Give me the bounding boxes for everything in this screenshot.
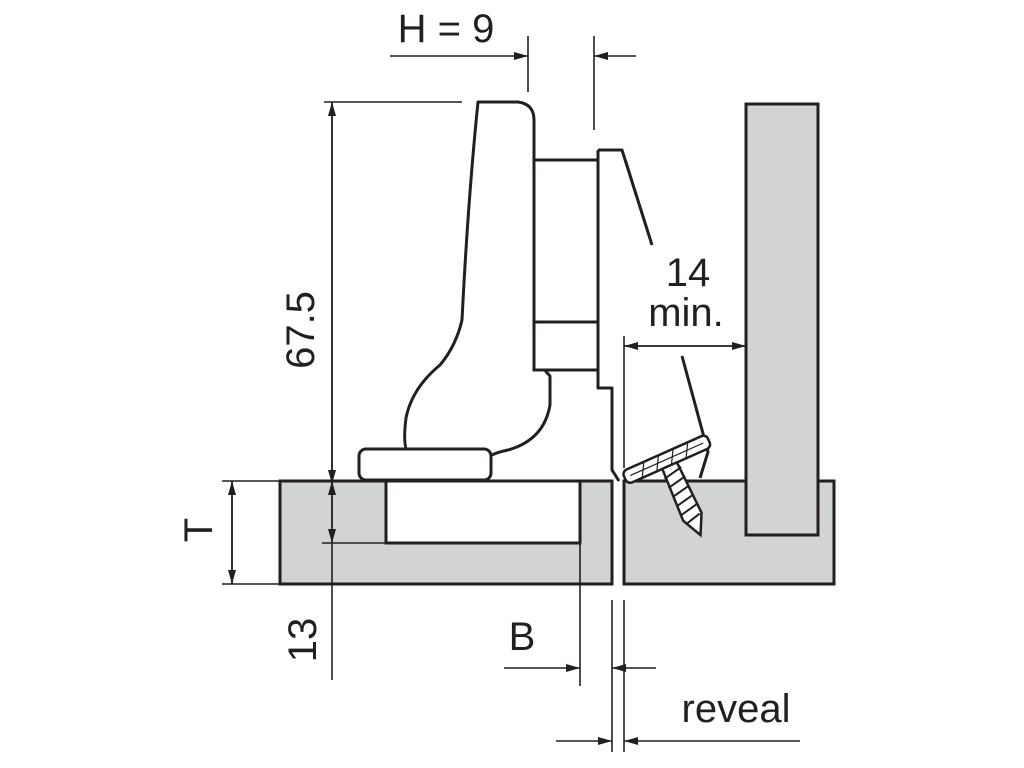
dimension-reveal <box>556 600 800 752</box>
hinge-arm <box>357 100 710 482</box>
hinge-link-upper <box>532 158 600 324</box>
door-panel <box>278 479 614 586</box>
hinge-cup-flange <box>357 447 493 482</box>
label-height: 67.5 <box>279 291 323 369</box>
label-distance: B <box>509 615 536 659</box>
label-overlay: H = 9 <box>398 7 495 51</box>
mounting-plate <box>598 148 654 246</box>
label-cup-depth: 13 <box>281 618 325 663</box>
dimension-thickness <box>222 480 280 585</box>
cabinet-panel <box>622 102 836 586</box>
dimension-cup-depth <box>322 481 386 680</box>
dimension-distance <box>504 543 656 690</box>
label-thickness: T <box>177 518 221 542</box>
dimension-clearance <box>623 159 746 468</box>
label-clearance: 14 <box>666 251 711 295</box>
cup-bore <box>384 479 582 545</box>
label-clearance-suffix: min. <box>648 291 724 335</box>
label-reveal: reveal <box>682 687 791 731</box>
dimension-overlay <box>390 36 636 130</box>
dimension-height <box>324 101 462 484</box>
hinge-link-lower <box>532 320 600 372</box>
screw-icon <box>622 434 712 538</box>
